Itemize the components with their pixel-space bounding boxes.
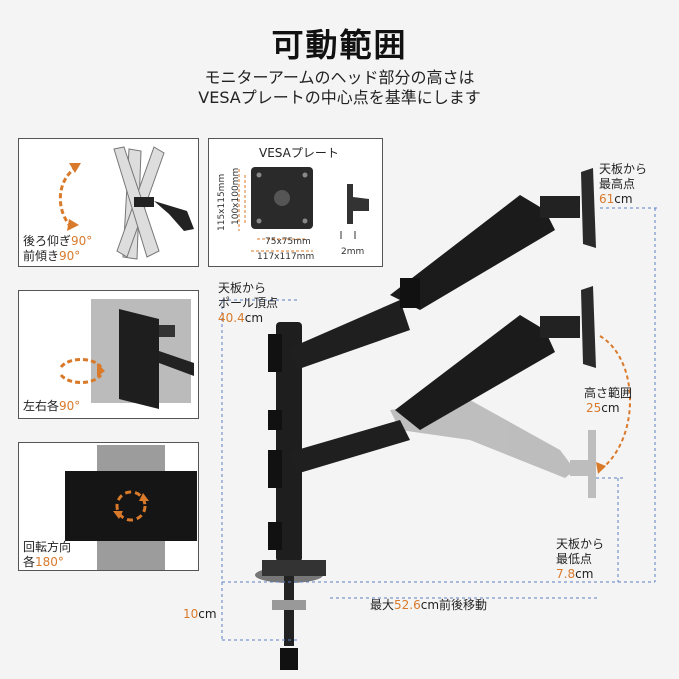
lowest-label-1: 天板から — [556, 537, 605, 551]
rotation-label-1: 回転方向 — [23, 540, 72, 554]
vesa-panel: VESAプレート 115x115mm 100x100mm 75x75mm 117… — [208, 138, 383, 267]
dim-115-label: 115x115mm — [217, 173, 227, 231]
pole-top-value: 40.4cm — [218, 311, 264, 325]
subtitle-line2: VESAプレートの中心点を基準にします — [198, 88, 481, 107]
rotation-illustration — [65, 445, 197, 570]
highest-value: 61cm — [599, 192, 633, 206]
lowest-value: 7.8cm — [556, 567, 594, 581]
clamp-value: 10cm — [183, 607, 217, 621]
pole-top-label-2: ポール頂点 — [218, 296, 279, 310]
height-range-label: 高さ範囲 — [584, 386, 633, 400]
subtitle-line1: モニターアームのヘッド部分の高さは — [204, 68, 475, 87]
dim-2-label: 2mm — [341, 247, 365, 257]
page-title: 可動範囲 — [271, 26, 408, 64]
tilt-back-label: 後ろ仰ぎ90° — [23, 234, 93, 248]
dim-117-label: 117x117mm — [257, 252, 315, 262]
dim-75-label: 75x75mm — [265, 237, 311, 247]
tilt-illustration — [58, 146, 194, 260]
vesa-plate-illustration — [238, 167, 369, 252]
pole-top-label-1: 天板から — [218, 281, 267, 295]
lowest-label-2: 最低点 — [556, 552, 593, 566]
vesa-title: VESAプレート — [259, 146, 339, 160]
swivel-panel: 左右各90° — [18, 290, 199, 419]
highest-label-1: 天板から — [599, 162, 648, 176]
highest-label-2: 最高点 — [599, 177, 636, 191]
rotation-label-2: 各180° — [23, 555, 64, 569]
swivel-label: 左右各90° — [23, 399, 81, 413]
tilt-panel: 後ろ仰ぎ90° 前傾き90° — [18, 138, 199, 267]
height-range-value: 25cm — [586, 401, 620, 415]
reach-label: 最大52.6cm前後移動 — [370, 598, 488, 612]
dim-100-label: 100x100mm — [231, 167, 241, 225]
rotation-panel: 回転方向 各180° — [18, 442, 199, 571]
swivel-illustration — [59, 299, 194, 409]
tilt-forward-label: 前傾き90° — [23, 249, 81, 263]
